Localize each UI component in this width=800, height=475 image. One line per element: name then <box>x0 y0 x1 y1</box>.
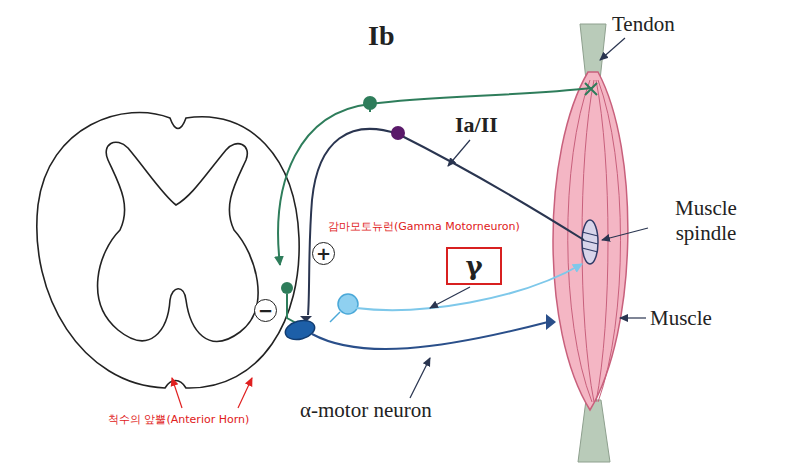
horn-leader <box>238 378 252 408</box>
ib-fibre <box>278 88 592 265</box>
interneuron <box>281 282 293 294</box>
muscle-body <box>553 72 628 410</box>
ia-cell-body <box>391 126 405 140</box>
alpha-axon <box>312 322 548 349</box>
gamma-leader <box>430 287 470 308</box>
muscle-spindle <box>582 220 598 264</box>
horn-leader <box>172 378 182 408</box>
gamma-box: γ <box>446 247 502 285</box>
node-text: γ <box>465 253 482 279</box>
ia-fibre <box>308 129 584 315</box>
annotation: 감마모토뉴런(Gamma Motorneuron) <box>328 219 520 234</box>
ib-cell-body <box>363 96 377 110</box>
ia-leader <box>448 140 470 166</box>
interneuron-axon <box>287 294 296 323</box>
node-text: − <box>258 302 273 320</box>
tendon-bottom <box>578 400 610 462</box>
annotation: 척수의 앞뿔(Anterior Horn) <box>108 412 249 427</box>
gamma-cell <box>338 294 358 314</box>
spinal-cord <box>37 112 299 388</box>
alpha-leader <box>410 358 430 398</box>
tendon-leader <box>600 38 625 60</box>
node-text: + <box>316 245 331 263</box>
part-label: Muscle spindle <box>646 196 766 246</box>
excitatory-sign: + <box>312 242 335 265</box>
spindle-leader <box>602 228 648 240</box>
x-mark <box>585 83 597 95</box>
alpha-cell <box>283 317 317 342</box>
muscle-leader <box>620 317 646 318</box>
gamma-dendrite <box>330 312 340 322</box>
fibre-label: Ib <box>368 20 394 52</box>
inhibitory-sign: − <box>254 299 277 322</box>
part-label: α-motor neuron <box>300 398 432 423</box>
alpha-endplate <box>546 314 556 330</box>
part-label: Muscle <box>650 306 712 331</box>
fibre-label: Ia/II <box>455 112 498 138</box>
spindle-coil <box>582 232 598 252</box>
muscle-fibre <box>598 80 621 402</box>
grey-matter <box>98 142 258 341</box>
part-label: Tendon <box>612 12 675 37</box>
